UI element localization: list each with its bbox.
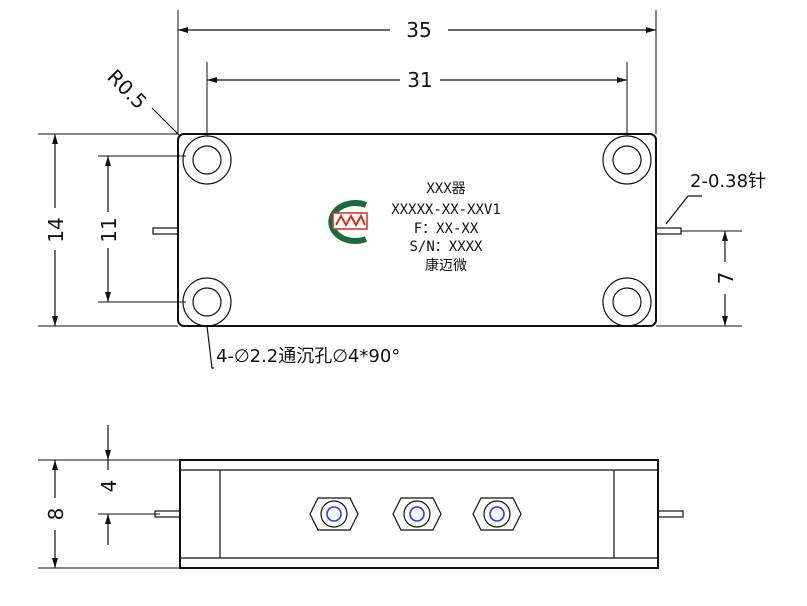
- dimension-width-outer: 35: [178, 18, 656, 42]
- dimension-height-holes: 11: [97, 156, 121, 302]
- dimension-side-pin: 4: [97, 425, 121, 545]
- hole-spec-label: 4-∅2.2通沉孔∅4*90°: [216, 346, 400, 367]
- top-view: 35 31 R0.5 14 11: [38, 10, 766, 369]
- mounting-hole-top-right: [602, 135, 652, 185]
- side-right-pin: [657, 510, 684, 518]
- dimension-pin-offset: 7: [714, 231, 738, 326]
- dimension-8-label: 8: [44, 508, 68, 521]
- hole-spec-callout: 4-∅2.2通沉孔∅4*90°: [206, 325, 400, 369]
- nameplate: XXX器 XXXXX-XX-XXV1 F：XX-XX S/N：XXXX 康迈微: [391, 181, 501, 274]
- corner-radius-callout: R0.5: [102, 65, 181, 137]
- connector-1: [309, 497, 359, 531]
- mounting-hole-bottom-right: [602, 277, 652, 327]
- dimension-7-label: 7: [714, 272, 738, 285]
- pin-spec-label: 2-0.38针: [690, 171, 766, 192]
- dimension-14-label: 14: [44, 217, 68, 242]
- nameplate-line-2: XXXXX-XX-XXV1: [391, 202, 501, 218]
- company-logo: [328, 200, 368, 244]
- right-pin: [655, 227, 682, 235]
- dimension-side-height: 8: [44, 460, 68, 568]
- nameplate-line-1: XXX器: [426, 181, 465, 197]
- corner-radius-label: R0.5: [102, 65, 151, 114]
- mounting-hole-bottom-left: [182, 277, 232, 327]
- mounting-hole-top-left: [182, 135, 232, 185]
- dimension-35-label: 35: [406, 18, 431, 42]
- left-pin: [152, 227, 179, 235]
- side-view: 8 4: [38, 425, 684, 569]
- nameplate-line-5: 康迈微: [425, 257, 467, 274]
- dimension-width-holes: 31: [207, 68, 627, 92]
- dimension-31-label: 31: [407, 68, 432, 92]
- dimension-11-label: 11: [97, 217, 121, 242]
- logo-ring: [328, 200, 368, 244]
- dimension-height-outer: 14: [44, 134, 68, 326]
- connector-2: [392, 497, 442, 531]
- connector-3: [472, 497, 522, 531]
- side-body-outline: [179, 459, 659, 569]
- nameplate-line-4: S/N：XXXX: [409, 239, 483, 255]
- dimension-4-label: 4: [97, 480, 121, 493]
- nameplate-line-3: F：XX-XX: [414, 221, 479, 237]
- pin-spec-callout: 2-0.38针: [665, 171, 766, 225]
